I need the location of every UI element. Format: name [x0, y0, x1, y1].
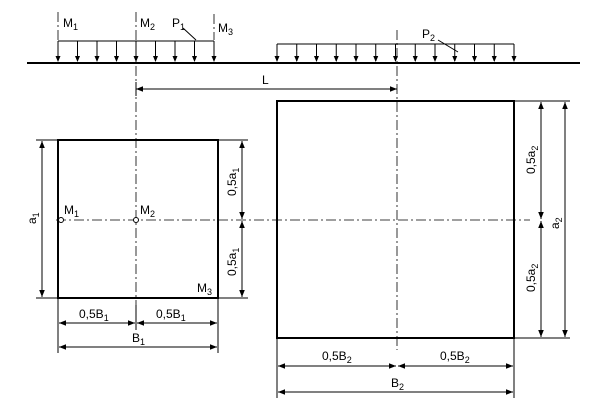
- foundation-2: [276, 100, 515, 339]
- label-m3-plan: M3: [197, 281, 212, 297]
- label-half-b2-left: 0,5B2: [322, 349, 352, 365]
- load-p2: [274, 43, 517, 62]
- point-m2: [133, 217, 139, 223]
- label-half-b2-right: 0,5B2: [440, 349, 470, 365]
- load-p2-arrowhead: [491, 56, 497, 62]
- load-p1-arrowhead: [172, 56, 178, 62]
- label-half-a2-top: 0,5a2: [524, 146, 540, 174]
- load-p2-arrowhead: [294, 56, 300, 62]
- label-p2: P2: [422, 27, 435, 43]
- label-half-b1-left: 0,5B1: [79, 307, 109, 323]
- load-p2-arrowhead: [432, 56, 438, 62]
- load-p2-arrowhead: [472, 56, 477, 62]
- label-l: L: [262, 73, 269, 87]
- p1-leader: [182, 27, 197, 41]
- label-b2: B2: [391, 376, 404, 392]
- load-p2-arrowhead: [353, 56, 359, 62]
- label-b1: B1: [132, 331, 145, 347]
- label-half-a2-bottom: 0,5a2: [524, 264, 540, 292]
- load-p2-arrowhead: [333, 56, 339, 62]
- dimension-b2: [276, 338, 515, 398]
- load-p2-arrowhead: [452, 56, 458, 62]
- point-m1: [58, 217, 64, 223]
- load-p2-arrowhead: [274, 56, 280, 62]
- dimension-b1: [57, 298, 219, 353]
- load-p2-arrowhead: [412, 56, 418, 62]
- label-p1: P1: [172, 16, 185, 32]
- foundation-1: [57, 139, 219, 299]
- label-m1-top: M1: [63, 16, 78, 32]
- load-p2-arrowhead: [373, 56, 379, 62]
- dimension-a2: [514, 100, 570, 339]
- label-half-b1-right: 0,5B1: [156, 307, 186, 323]
- p2-leader: [437, 39, 459, 53]
- load-p1-arrowhead: [55, 56, 61, 62]
- label-half-a1-bottom: 0,5a1: [225, 248, 241, 276]
- label-m1-plan: M1: [64, 203, 79, 219]
- load-p2-arrowhead: [511, 56, 517, 62]
- label-a1: a1: [25, 212, 41, 224]
- load-p1-arrowhead: [75, 56, 80, 62]
- label-m2-plan: M2: [140, 203, 155, 219]
- load-p1-arrowhead: [133, 56, 139, 62]
- load-p1-arrowhead: [211, 56, 217, 62]
- load-p1-arrowhead: [114, 56, 119, 62]
- load-p1-arrowhead: [192, 56, 197, 62]
- dimension-half-a1: [218, 139, 248, 299]
- load-p2-arrowhead: [314, 56, 319, 62]
- load-p1-arrowhead: [153, 56, 158, 62]
- label-m3-top: M3: [218, 21, 233, 37]
- label-half-a1-top: 0,5a1: [225, 168, 241, 196]
- label-m2-top: M2: [140, 16, 155, 32]
- dimension-l: [135, 82, 397, 96]
- load-p1-arrowhead: [94, 56, 100, 62]
- dimension-a1: [36, 139, 58, 299]
- label-a2: a2: [548, 217, 564, 229]
